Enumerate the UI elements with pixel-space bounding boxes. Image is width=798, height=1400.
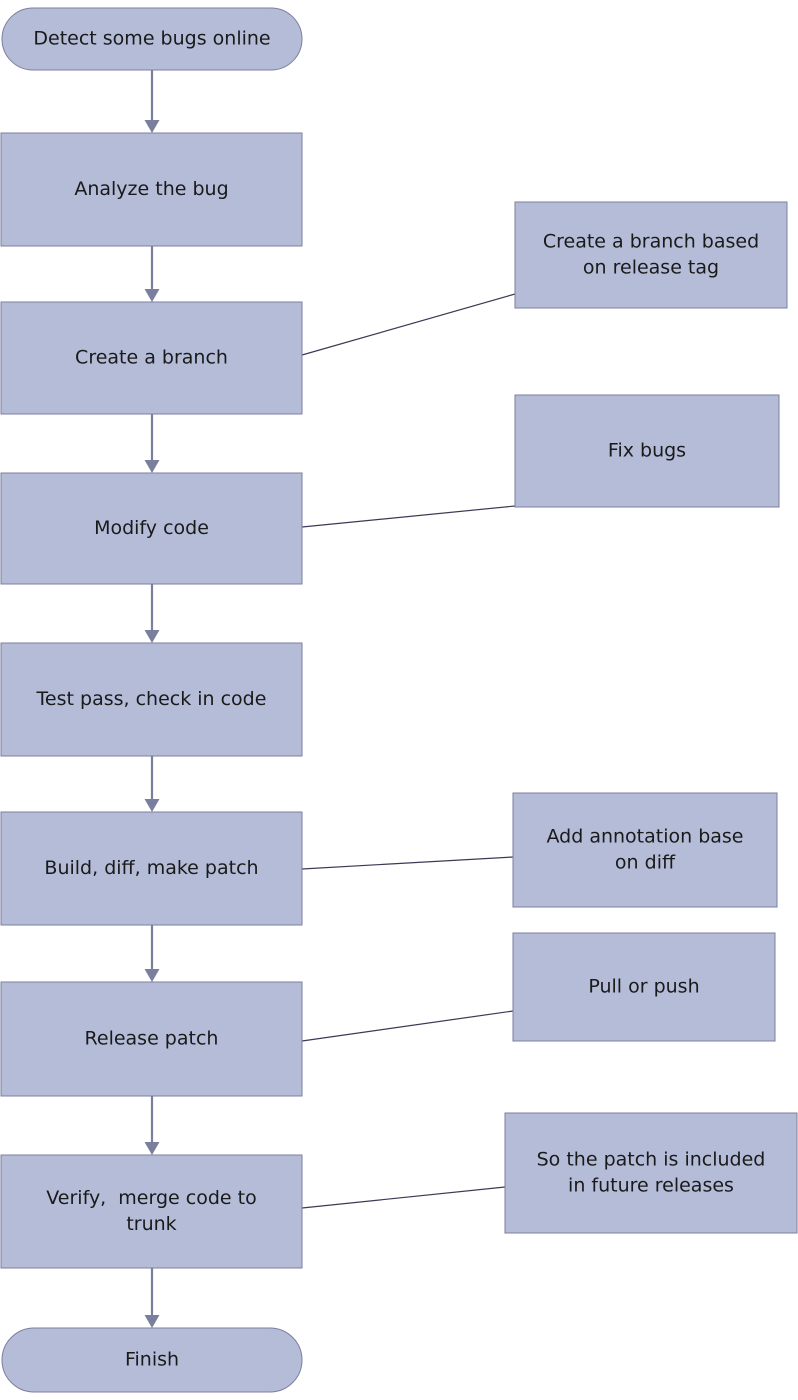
node-label: Verify, merge code to [46, 1187, 256, 1209]
connector-pull-or-push [301, 1010, 514, 1042]
arrow-verify-to-finish [144, 1268, 160, 1328]
connector-create-a-branch-based-on-release-tag [301, 293, 516, 356]
node-shape [0, 1154, 303, 1269]
node-shape [1, 7, 303, 71]
node-shape [0, 811, 303, 926]
node-label: Create a branch based [543, 231, 759, 253]
node-label: Finish [125, 1349, 179, 1371]
node-shape [0, 301, 303, 415]
node-shape [0, 132, 303, 247]
node-label: on diff [615, 852, 676, 874]
connector-add-annotation-base-on-diff [301, 856, 514, 870]
process-node-build-diff-make-patch[interactable]: Build, diff, make patch [0, 811, 303, 926]
process-node-create-a-branch[interactable]: Create a branch [0, 301, 303, 415]
node-shape [514, 394, 780, 508]
connector-fix-bugs [301, 505, 516, 528]
annotation-node-fix-bugs[interactable]: Fix bugs [514, 394, 780, 508]
node-label: Detect some bugs online [33, 28, 270, 50]
arrow-analyze-to-create [144, 246, 160, 302]
annotation-node-create-a-branch-based-on-release-tag[interactable]: Create a branch based on release tag [514, 201, 788, 309]
node-shape [0, 472, 303, 585]
process-node-detect-some-bugs-online[interactable]: Detect some bugs online [1, 7, 303, 71]
node-label: in future releases [568, 1175, 734, 1197]
annotation-node-so-the-patch-is-included-in-future-releases[interactable]: So the patch is included in future releas… [504, 1112, 798, 1234]
node-label: Modify code [94, 517, 209, 539]
process-node-finish[interactable]: Finish [1, 1327, 303, 1393]
arrow-build-to-release [144, 925, 160, 982]
arrow-head [144, 120, 160, 133]
annotation-node-pull-or-push[interactable]: Pull or push [512, 932, 776, 1042]
arrow-create-to-modify [144, 414, 160, 473]
arrow-head [144, 1315, 160, 1328]
node-label: Create a branch [75, 347, 228, 369]
connector-so-the-patch-is-included-in-future-releases [301, 1186, 506, 1209]
flow-arrow-layer [144, 70, 160, 1328]
node-shape [1, 1327, 303, 1393]
node-shape [504, 1112, 798, 1234]
arrow-head [144, 460, 160, 473]
node-label: Release patch [85, 1028, 219, 1050]
node-label: Test pass, check in code [36, 688, 267, 710]
node-shape [0, 642, 303, 757]
arrow-head [144, 799, 160, 812]
arrow-head [144, 1142, 160, 1155]
arrow-modify-to-test [144, 584, 160, 643]
node-shape [514, 201, 788, 309]
node-label: Add annotation base [547, 826, 744, 848]
annotation-connector-layer [301, 293, 516, 1209]
process-node-test-pass-check-in-code[interactable]: Test pass, check in code [0, 642, 303, 757]
node-label: on release tag [583, 257, 719, 279]
arrow-test-to-build [144, 756, 160, 812]
process-node-analyze-the-bug[interactable]: Analyze the bug [0, 132, 303, 247]
arrow-head [144, 289, 160, 302]
node-label: Build, diff, make patch [44, 857, 258, 879]
node-label: Analyze the bug [74, 178, 228, 200]
node-label: Pull or push [588, 976, 699, 998]
node-shape [0, 981, 303, 1097]
node-shape [512, 932, 776, 1042]
arrow-head [144, 969, 160, 982]
process-node-release-patch[interactable]: Release patch [0, 981, 303, 1097]
node-label: trunk [126, 1213, 176, 1235]
annotation-node-add-annotation-base-on-diff[interactable]: Add annotation base on diff [512, 792, 778, 908]
node-label: So the patch is included [537, 1149, 766, 1171]
node-label: Fix bugs [608, 440, 686, 462]
arrow-release-to-verify [144, 1096, 160, 1155]
arrow-head [144, 630, 160, 643]
arrow-detect-to-analyze [144, 70, 160, 133]
node-shape [512, 792, 778, 908]
process-node-verify-merge-code-to-trunk[interactable]: Verify, merge code to trunk [0, 1154, 303, 1269]
process-node-modify-code[interactable]: Modify code [0, 472, 303, 585]
